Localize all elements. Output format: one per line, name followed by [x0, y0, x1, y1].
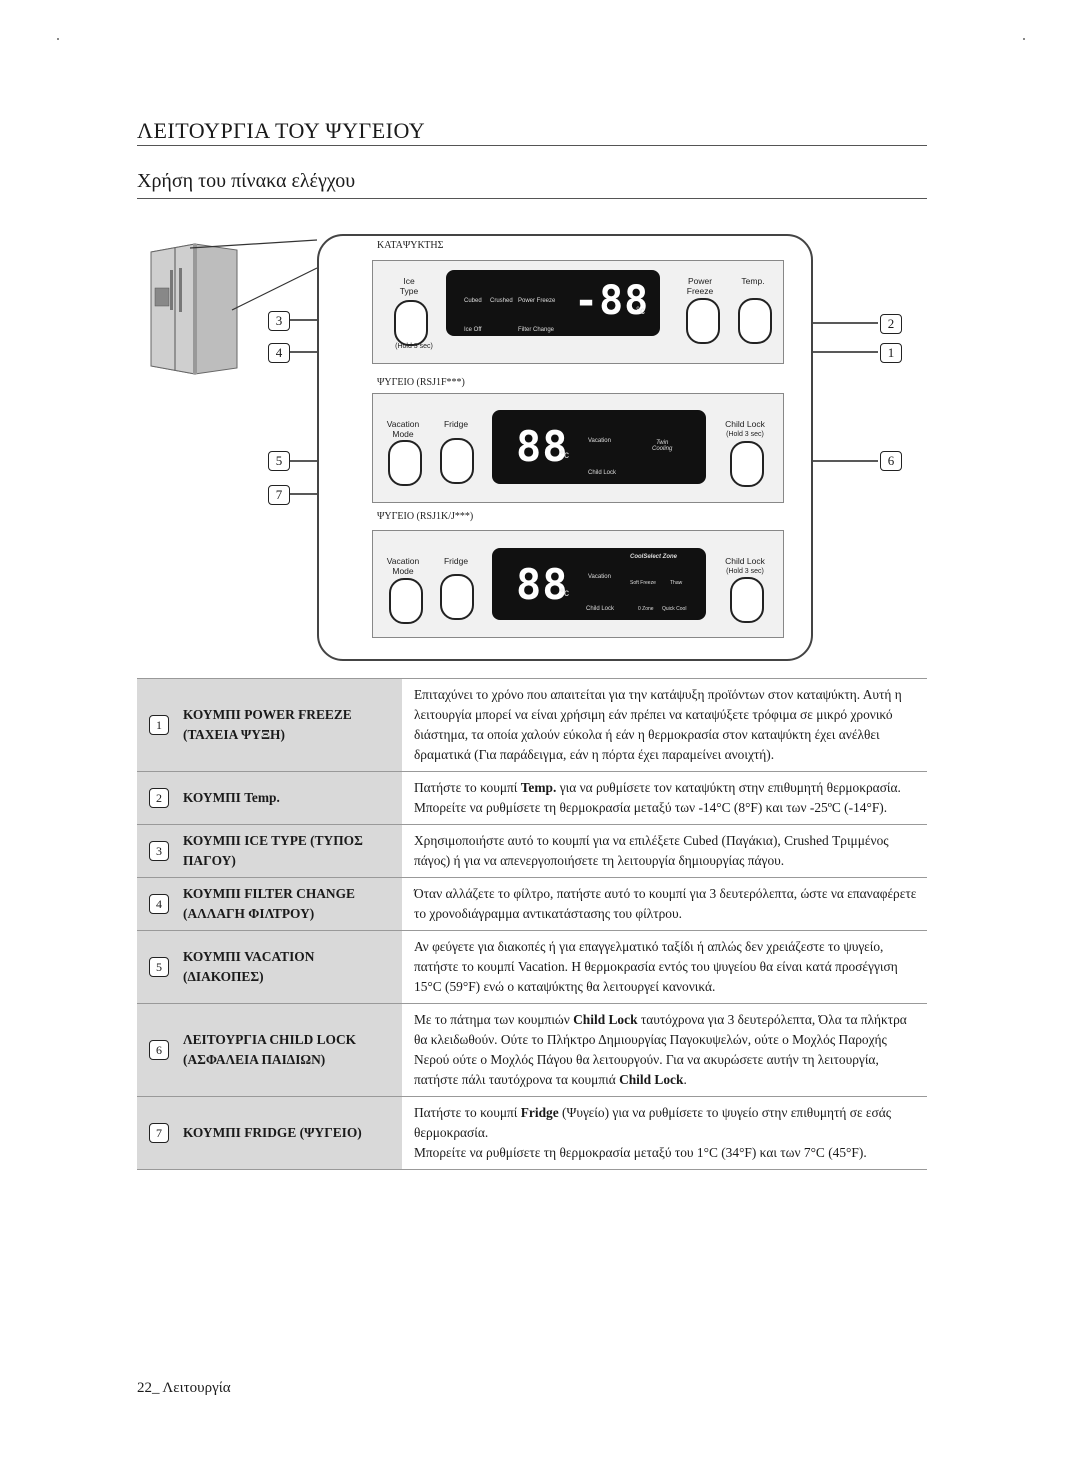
vacation-icon: Vacation [588, 438, 611, 444]
row-label: ΚΟΥΜΠΙ Temp. [183, 790, 280, 805]
vacation-button-2[interactable] [389, 578, 423, 624]
coolselect-zone-label: CoolSelect Zone [630, 554, 678, 560]
table-row: 3 ΚΟΥΜΠΙ ICE TYPE (ΤΥΠΟΣ ΠΑΓΟΥ) Χρησιμοπο… [137, 824, 927, 878]
row-label: ΚΟΥΜΠΙ VACATION (ΔΙΑΚΟΠΕΣ) [183, 949, 315, 984]
power-freeze-icon: Power Freeze [518, 298, 556, 304]
row-description: Με το πάτημα των κουμπιών Child Lock ταυ… [402, 1003, 927, 1097]
row-label: ΛΕΙΤΟΥΡΓΙΑ CHILD LOCK (ΑΣΦΑΛΕΙΑ ΠΑΙΔΙΩΝ) [183, 1032, 357, 1067]
freezer-section-label: ΚΑΤΑΨΥΚΤΗΣ [377, 240, 444, 251]
section-subtitle: Χρήση του πίνακα ελέγχου [137, 170, 356, 192]
table-row: 4 ΚΟΥΜΠΙ FILTER CHANGE (ΑΛΛΑΓΗ ΦΙΛΤΡΟΥ) Ό… [137, 877, 927, 931]
row-description: Όταν αλλάζετε το φίλτρο, πατήστε αυτό το… [402, 877, 927, 931]
row-number: 1 [149, 715, 169, 735]
child-lock-button-2[interactable] [730, 577, 764, 623]
twin-cooling-icon: Twin Cooling [652, 440, 673, 452]
fridge-button[interactable] [440, 438, 474, 484]
fridge1-display: 88 °c Vacation Child Lock Twin Cooling [492, 410, 706, 484]
vacation-mode-label: Vacation Mode [386, 419, 420, 439]
soft-freeze-icon: Soft Freeze [630, 580, 656, 586]
cubed-icon: Cubed [464, 298, 482, 304]
crushed-icon: Crushed [490, 298, 513, 304]
row-label: ΚΟΥΜΠΙ FILTER CHANGE (ΑΛΛΑΓΗ ΦΙΛΤΡΟΥ) [183, 886, 355, 921]
row-description: Πατήστε το κουμπί Temp. για να ρυθμίσετε… [402, 771, 927, 825]
ice-off-icon: Ice Off [464, 327, 482, 333]
vacation-icon-2: Vacation [588, 574, 611, 580]
child-lock-label-2: Child Lock [725, 556, 765, 566]
callout-1: 1 [880, 343, 902, 363]
fridge1-temp-digits: 88 [516, 422, 569, 471]
child-lock-button[interactable] [730, 441, 764, 487]
fridge2-display: 88 °c Vacation Child Lock CoolSelect Zon… [492, 548, 706, 620]
hold-label-freezer: (Hold 3 sec) [395, 343, 433, 350]
row-number: 3 [149, 841, 169, 861]
vacation-mode-label-2: Vacation Mode [386, 556, 420, 576]
refrigerator-illustration [150, 243, 238, 375]
row-label: ΚΟΥΜΠΙ FRIDGE (ΨΥΓΕΙΟ) [183, 1125, 362, 1140]
fridge2-section-label: ΨΥΓΕΙΟ (RSJ1K/J***) [377, 511, 474, 522]
page-footer: 22_ Λειτουργία [137, 1380, 231, 1396]
fridge2-unit: °c [560, 588, 569, 599]
row-description: Επιταχύνει το χρόνο που απαιτείται για τ… [402, 678, 927, 772]
quick-cool-icon: Quick Cool [662, 606, 687, 612]
power-freeze-button[interactable] [686, 298, 720, 344]
fridge1-section-label: ΨΥΓΕΙΟ (RSJ1F***) [377, 377, 465, 388]
child-lock-icon: Child Lock [588, 470, 617, 476]
row-description: Χρησιμοποιήστε αυτό το κουμπί για να επι… [402, 824, 927, 878]
thaw-icon: Thaw [670, 580, 683, 586]
freezer-temp-digits: -88 [574, 278, 650, 324]
freezer-display: Cubed Crushed Power Freeze Ice Off Filte… [446, 270, 660, 336]
callout-3: 3 [268, 311, 290, 331]
hold-label-fridge2: (Hold 3 sec) [726, 568, 764, 575]
row-label: ΚΟΥΜΠΙ POWER FREEZE (ΤΑΧΕΙΑ ΨΥΞΗ) [183, 707, 352, 742]
ice-type-button[interactable] [394, 300, 428, 346]
callout-7: 7 [268, 485, 290, 505]
table-row: 5 ΚΟΥΜΠΙ VACATION (ΔΙΑΚΟΠΕΣ) Αν φεύγετε γ… [137, 930, 927, 1004]
zero-zone-icon: 0 Zone [638, 606, 654, 612]
temp-button[interactable] [738, 298, 772, 344]
page-title: ΛΕΙΤΟΥΡΓΙΑ ΤΟΥ ΨΥΓΕΙΟΥ [137, 118, 426, 143]
table-row: 6 ΛΕΙΤΟΥΡΓΙΑ CHILD LOCK (ΑΣΦΑΛΕΙΑ ΠΑΙΔΙΩΝ… [137, 1003, 927, 1097]
table-row: 7 ΚΟΥΜΠΙ FRIDGE (ΨΥΓΕΙΟ) Πατήστε το κουμπ… [137, 1096, 927, 1170]
child-lock-label: Child Lock [725, 419, 765, 429]
fridge2-temp-digits: 88 [516, 560, 569, 609]
fridge-label-2: Fridge [443, 556, 469, 566]
child-lock-icon-2: Child Lock [586, 606, 615, 612]
temp-label: Temp. [741, 276, 765, 286]
row-number: 5 [149, 957, 169, 977]
vacation-button[interactable] [388, 440, 422, 486]
hold-label-fridge1: (Hold 3 sec) [726, 431, 764, 438]
freezer-unit: °c [636, 306, 645, 317]
ice-type-label: Ice Type [399, 276, 419, 296]
callout-6: 6 [880, 451, 902, 471]
table-row: 1 ΚΟΥΜΠΙ POWER FREEZE (ΤΑΧΕΙΑ ΨΥΞΗ) Επιτα… [137, 678, 927, 772]
filter-change-icon: Filter Change [518, 327, 555, 333]
callout-5: 5 [268, 451, 290, 471]
fridge-button-2[interactable] [440, 574, 474, 620]
row-label: ΚΟΥΜΠΙ ICE TYPE (ΤΥΠΟΣ ΠΑΓΟΥ) [183, 833, 363, 868]
callout-2: 2 [880, 314, 902, 334]
table-row: 2 ΚΟΥΜΠΙ Temp. Πατήστε το κουμπί Temp. γι… [137, 771, 927, 825]
row-number: 6 [149, 1040, 169, 1060]
row-description: Αν φεύγετε για διακοπές ή για επαγγελματ… [402, 930, 927, 1004]
power-freeze-label: Power Freeze [686, 276, 714, 296]
row-number: 4 [149, 894, 169, 914]
row-description: Πατήστε το κουμπί Fridge (Ψυγείο) για να… [402, 1096, 927, 1170]
row-number: 7 [149, 1123, 169, 1143]
fridge1-unit: °c [560, 450, 569, 461]
title-rule [137, 145, 927, 146]
subtitle-rule [137, 198, 927, 199]
row-number: 2 [149, 788, 169, 808]
fridge-label: Fridge [443, 419, 469, 429]
button-description-table: 1 ΚΟΥΜΠΙ POWER FREEZE (ΤΑΧΕΙΑ ΨΥΞΗ) Επιτα… [137, 678, 927, 1170]
callout-4: 4 [268, 343, 290, 363]
